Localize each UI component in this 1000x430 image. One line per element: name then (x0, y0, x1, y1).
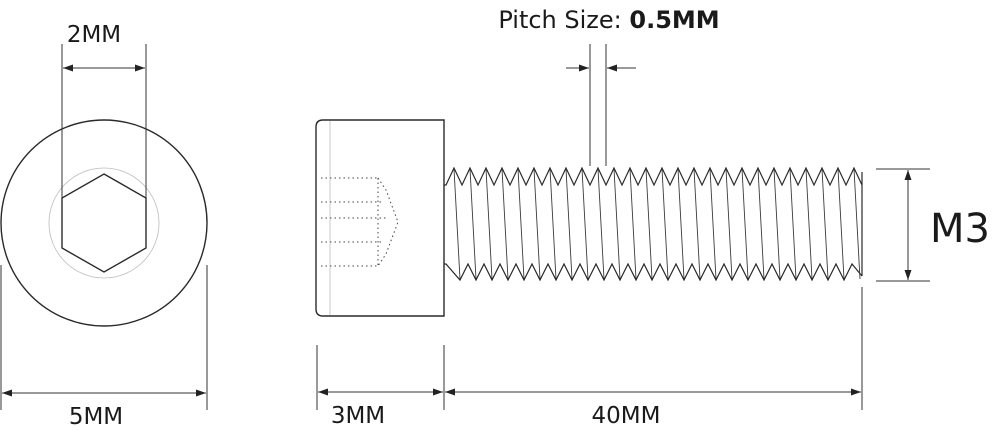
thread-crest-line (725, 168, 733, 280)
pitch-label-prefix: Pitch Size: (498, 6, 629, 34)
thread-crest-lines (453, 168, 861, 280)
thread-crest-line (821, 168, 829, 280)
thread-crest-line (741, 168, 749, 280)
screw-head-side (315, 119, 445, 317)
head-diameter-dimension (0, 265, 208, 410)
head-front-view (0, 119, 208, 327)
thread-crest-line (757, 168, 765, 280)
hex-socket-outline (61, 173, 147, 273)
thread-crest-line (853, 168, 861, 280)
thread-crest-line (661, 168, 669, 280)
thread-crest-line (693, 168, 701, 280)
hex-socket-dimension (61, 44, 147, 198)
thread-length-label: 40MM (592, 403, 661, 429)
head-length-label: 3MM (331, 403, 385, 429)
thread-crest-line (613, 168, 621, 280)
thread-crest-line (789, 168, 797, 280)
screw-side-view (315, 119, 863, 317)
thread-profile (444, 166, 863, 282)
head-diameter-label: 5MM (69, 404, 123, 430)
thread-crest-line (709, 168, 717, 280)
hidden-socket-lines (321, 177, 399, 267)
socket-recess-circle (48, 167, 160, 279)
thread-crest-line (677, 168, 685, 280)
thread-crest-line (645, 168, 653, 280)
thread-crest-line (565, 168, 573, 280)
thread-crest-line (501, 168, 509, 280)
thread-crest-line (773, 168, 781, 280)
thread-crest-line (549, 168, 557, 280)
thread-crest-line (581, 168, 589, 280)
head-length-dimension (316, 345, 445, 410)
thread-crest-line (469, 168, 477, 280)
thread-crest-line (597, 168, 605, 280)
thread-crest-line (517, 168, 525, 280)
thread-crest-line (805, 168, 813, 280)
thread-crest-line (837, 168, 845, 280)
thread-length-dimension (445, 287, 863, 410)
thread-size-label: M3 (930, 206, 990, 252)
thread-crest-line (485, 168, 493, 280)
hex-socket-label: 2MM (67, 22, 121, 48)
thread-crest-line (533, 168, 541, 280)
pitch-label-value: 0.5MM (629, 6, 719, 34)
thread-crest-line (629, 168, 637, 280)
head-outline-circle (0, 119, 208, 327)
pitch-label: Pitch Size: 0.5MM (498, 6, 719, 34)
thread-crest-line (453, 168, 461, 280)
thread-size-dimension (876, 168, 930, 282)
pitch-dimension (566, 44, 636, 166)
